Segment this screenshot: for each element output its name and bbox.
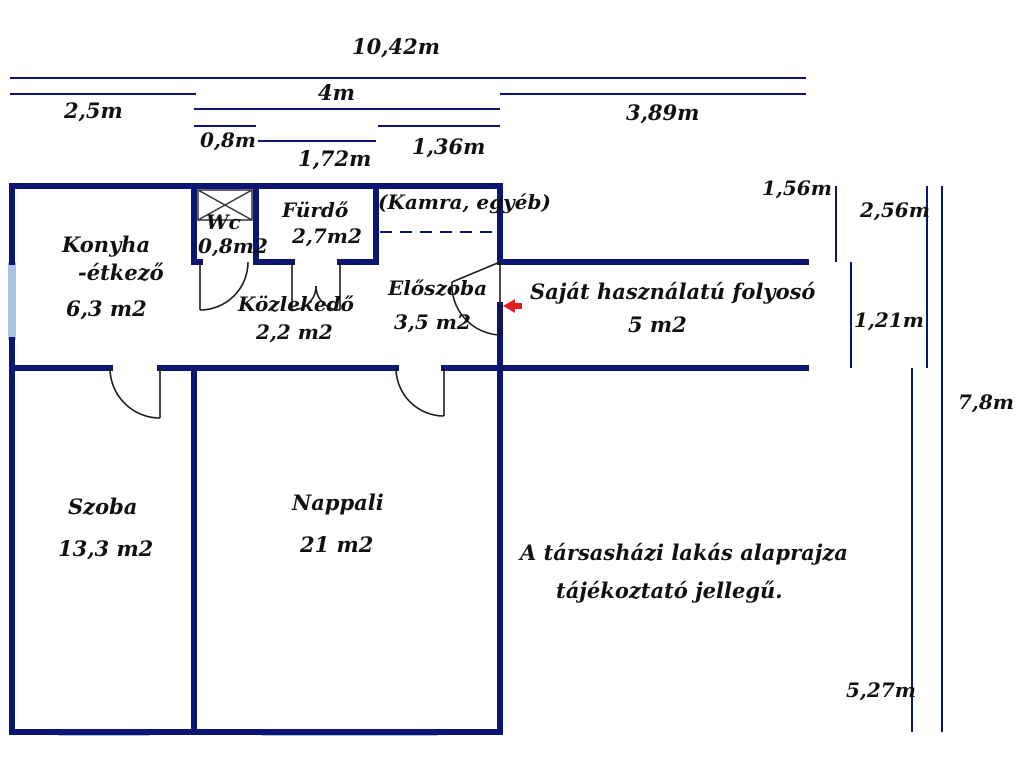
window-kitchen [8, 262, 16, 340]
walls [9, 183, 809, 735]
vertical-dimension-lines [835, 186, 943, 732]
room-corridor-area: 5 m2 [628, 312, 687, 337]
dim-label-middle-width: 4m [318, 80, 355, 105]
room-living-area: 21 m2 [300, 532, 374, 557]
room-bath-area: 2,7m2 [292, 224, 362, 248]
dim-label-right-upper-height: 2,56m [860, 198, 930, 222]
room-pantry-name: (Kamra, egyéb) [378, 190, 551, 214]
room-wc-area: 0,8m2 [198, 234, 268, 258]
dim-label-total-height: 7,8m [958, 390, 1014, 414]
room-hall-area: 2,2 m2 [256, 320, 333, 344]
note-line-2: tájékoztató jellegű. [556, 578, 783, 603]
room-living-name: Nappali [292, 490, 384, 515]
note-line-1: A társasházi lakás alaprajza [520, 540, 848, 565]
dim-label-left-width: 2,5m [64, 98, 123, 123]
door-bedroom [109, 367, 161, 419]
room-bath-name: Fürdő [282, 198, 349, 222]
room-kitchen-name: Konyha [62, 232, 151, 257]
room-entry-area: 3,5 m2 [394, 310, 471, 334]
dim-label-corridor-offset: 1,56m [762, 176, 832, 200]
room-bedroom-name: Szoba [68, 494, 138, 519]
entrance-arrow-icon [503, 299, 522, 313]
dim-label-corridor-height: 1,21m [854, 308, 924, 332]
doors [109, 261, 501, 419]
dim-label-bath-width: 1,72m [298, 146, 372, 171]
dim-label-lower-height: 5,27m [846, 678, 916, 702]
door-wc [199, 261, 249, 311]
room-kitchen-name-2: -étkező [78, 260, 164, 285]
door-entry [451, 261, 501, 336]
room-kitchen-area: 6,3 m2 [66, 296, 147, 321]
horizontal-dimension-lines [10, 77, 806, 142]
room-hall-name: Közlekedő [238, 292, 354, 316]
room-corridor-name: Saját használatú folyosó [530, 279, 816, 304]
room-wc-name: Wc [206, 210, 241, 234]
wc-vent-box [197, 189, 253, 221]
dim-label-total-width: 10,42m [352, 34, 440, 59]
door-bath [291, 262, 341, 311]
room-entry-name: Előszoba [388, 276, 488, 300]
dim-label-wc-width: 0,8m [200, 128, 256, 152]
dim-label-right-width: 3,89m [626, 100, 700, 125]
door-living [395, 367, 445, 417]
dim-label-pantry-width: 1,36m [412, 134, 486, 159]
room-bedroom-area: 13,3 m2 [58, 536, 154, 561]
